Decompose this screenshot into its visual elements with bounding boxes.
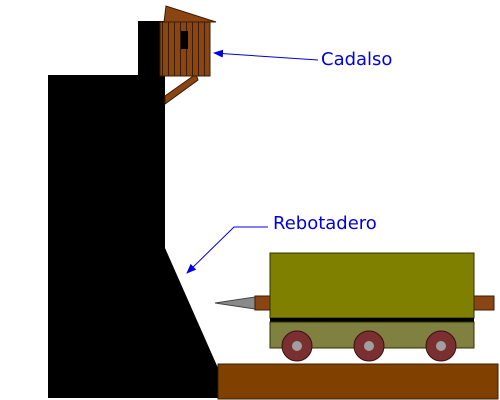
wall-silhouette (48, 21, 218, 398)
ram-beam-front (254, 295, 272, 311)
cadalso-support-strut (164, 73, 199, 105)
rebotadero-arrow (186, 226, 268, 274)
ground (217, 363, 499, 400)
ram-spike (214, 296, 256, 310)
rebotadero-label: Rebotadero (273, 213, 377, 234)
cadalso (159, 5, 217, 77)
cadalso-roof (163, 5, 217, 23)
cadalso-window (181, 31, 188, 49)
cadalso-arrow (213, 49, 319, 61)
ram-beam-back (473, 295, 495, 311)
wheel (425, 330, 457, 362)
wagon-stripe (270, 318, 474, 322)
siege-ram-wagon (214, 252, 495, 362)
wheel (353, 330, 385, 362)
cadalso-label: Cadalso (321, 49, 392, 70)
wagon-body (269, 252, 475, 319)
wheel (281, 330, 313, 362)
